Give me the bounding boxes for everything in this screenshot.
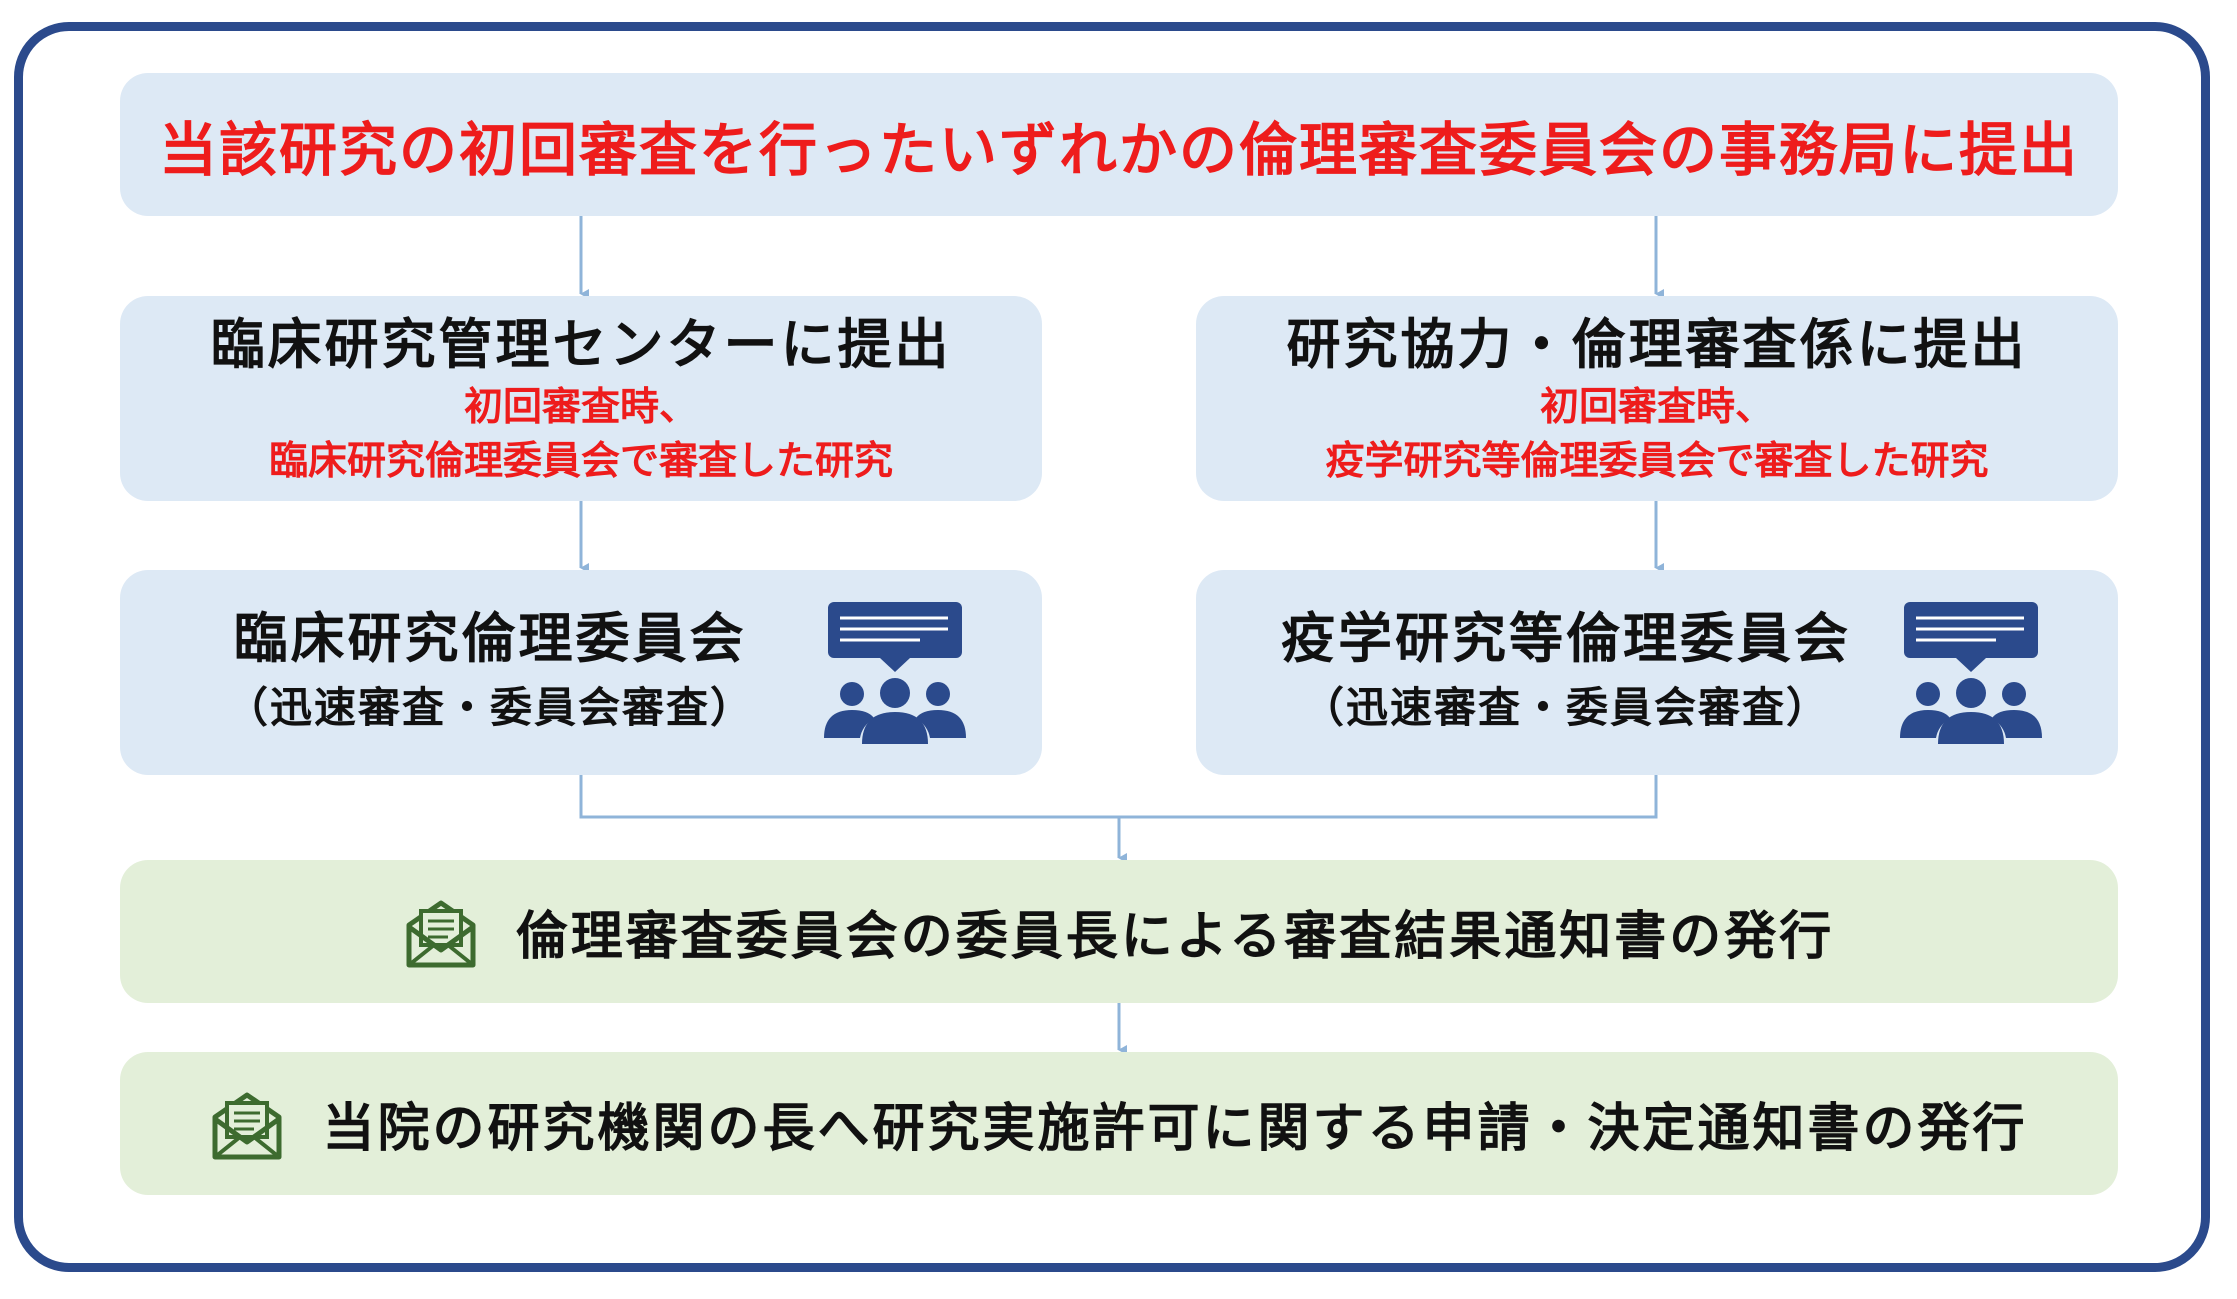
left-submit-box: 臨床研究管理センターに提出 初回審査時、 臨床研究倫理委員会で審査した研究 [120, 296, 1042, 501]
right-note-line2: 疫学研究等倫理委員会で審査した研究 [1325, 438, 1989, 484]
final-text: 当院の研究機関の長へ研究実施許可に関する申請・決定通知書の発行 [322, 1099, 2028, 1159]
right-committee-box: 疫学研究等倫理委員会 （迅速審査・委員会審査） [1196, 570, 2118, 775]
result-text: 倫理審査委員会の委員長による審査結果通知書の発行 [515, 907, 1835, 967]
mail-document-icon [212, 1092, 282, 1159]
right-submit-title: 研究協力・倫理審査係に提出 [1286, 312, 2028, 376]
left-committee-title: 臨床研究倫理委員会 [233, 607, 747, 670]
left-note-line1: 初回審査時、 [463, 384, 698, 430]
left-committee-sub: （迅速審査・委員会審査） [225, 683, 754, 732]
submission-text: 当該研究の初回審査を行ったいずれかの倫理審査委員会の事務局に提出 [158, 115, 2079, 184]
left-committee-box: 臨床研究倫理委員会 （迅速審査・委員会審査） [120, 570, 1042, 775]
mail-document-icon [406, 900, 476, 967]
result-box: 倫理審査委員会の委員長による審査結果通知書の発行 [120, 860, 2118, 1003]
left-note-line2: 臨床研究倫理委員会で審査した研究 [268, 438, 893, 484]
right-note-line1: 初回審査時、 [1539, 384, 1774, 430]
left-submit-title: 臨床研究管理センターに提出 [210, 312, 952, 376]
people-discussion-icon [1900, 602, 2042, 744]
right-submit-box: 研究協力・倫理審査係に提出 初回審査時、 疫学研究等倫理委員会で審査した研究 [1196, 296, 2118, 501]
people-discussion-icon [824, 602, 966, 744]
right-committee-title: 疫学研究等倫理委員会 [1281, 607, 1851, 670]
submission-box: 当該研究の初回審査を行ったいずれかの倫理審査委員会の事務局に提出 [120, 73, 2118, 216]
final-box: 当院の研究機関の長へ研究実施許可に関する申請・決定通知書の発行 [120, 1052, 2118, 1195]
right-committee-sub: （迅速審査・委員会審査） [1301, 683, 1830, 732]
